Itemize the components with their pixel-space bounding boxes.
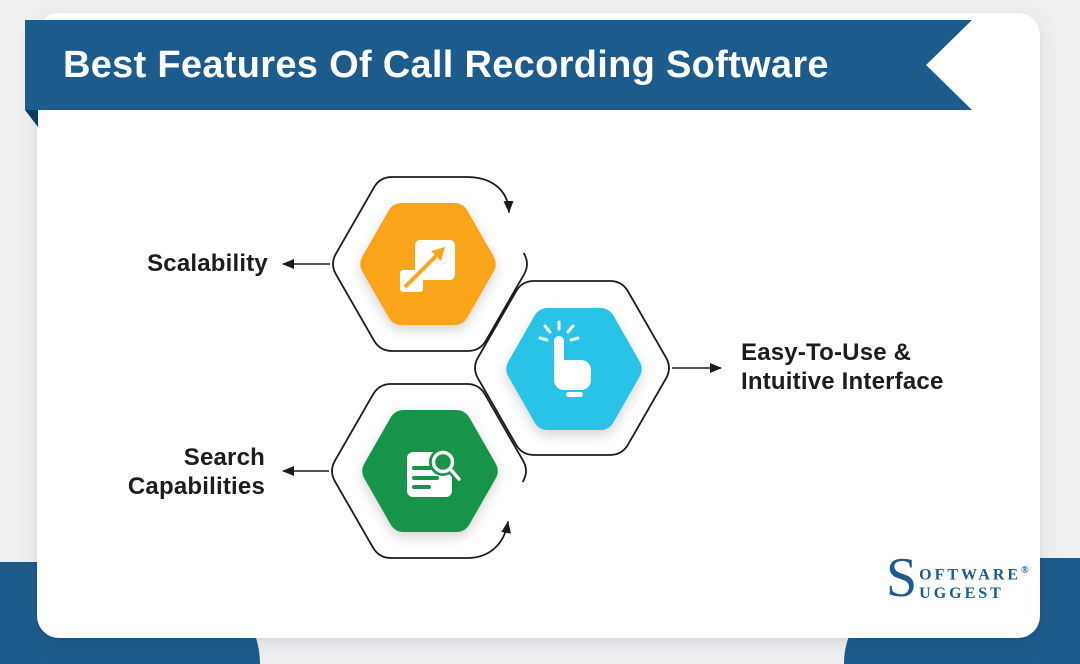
registered-mark: ® xyxy=(1021,565,1029,576)
scale-expand-icon xyxy=(400,240,455,292)
document-search-icon xyxy=(407,448,462,497)
feature-search-capabilities xyxy=(282,383,527,559)
easy-to-use-label: Easy-To-Use & Intuitive Interface xyxy=(741,339,944,395)
title-ribbon: Best Features Of Call Recording Software xyxy=(25,20,972,110)
search-hex-outline xyxy=(331,383,527,559)
logo-initial: S xyxy=(886,547,918,609)
feature-scalability xyxy=(282,176,528,352)
logo-word-suggest: UGGEST xyxy=(919,585,1004,603)
page-title: Best Features Of Call Recording Software xyxy=(63,43,829,86)
scalability-label: Scalability xyxy=(147,250,268,277)
search-capabilities-label: Search Capabilities xyxy=(127,444,265,500)
logo-word-software: OFTWARE® xyxy=(919,565,1029,584)
easy-to-use-hex-outline xyxy=(474,280,670,456)
pointer-click-icon xyxy=(538,320,591,397)
scalability-hex-outline xyxy=(332,176,528,352)
softwaresuggest-logo: S OFTWARE® UGGEST xyxy=(886,547,1029,609)
feature-easy-to-use xyxy=(474,280,722,456)
